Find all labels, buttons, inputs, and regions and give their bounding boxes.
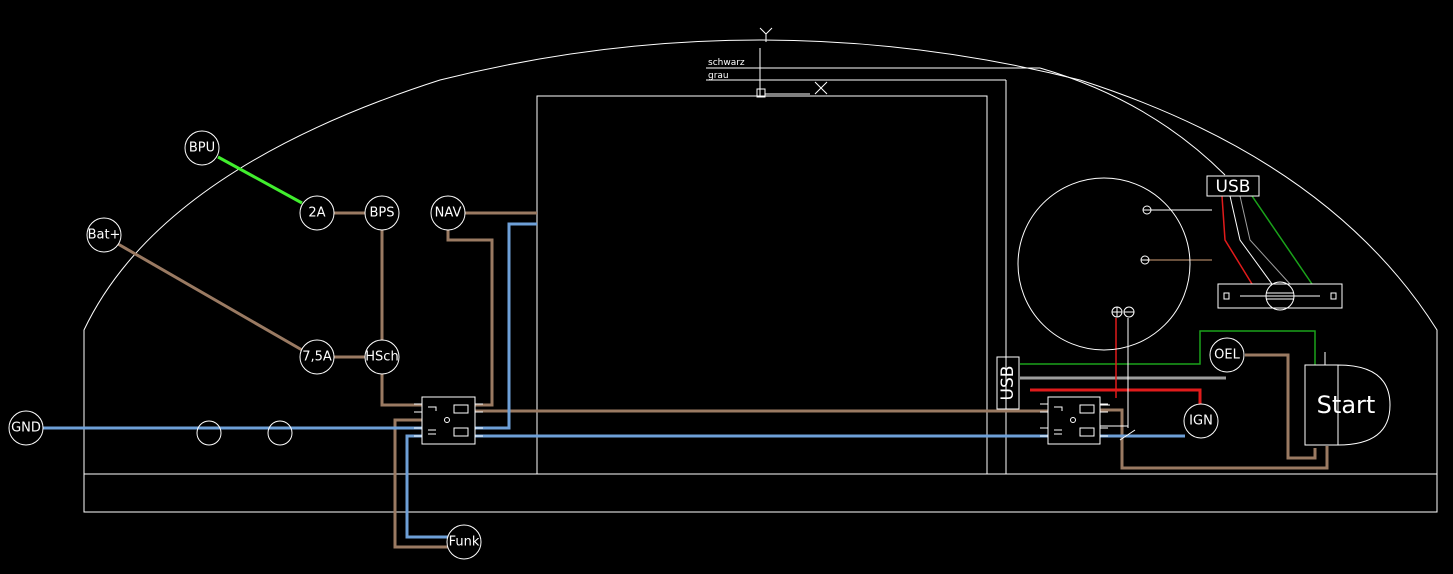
thin-wires [1020, 195, 1316, 441]
usb-top-label: USB [1216, 177, 1251, 197]
node-fuse-2a: 2A [299, 195, 335, 231]
brown-wires [117, 211, 1329, 549]
usb-side-label: USB [998, 366, 1018, 401]
usb-connector [1217, 281, 1343, 311]
node-fuse-7-5a: 7,5A [299, 339, 335, 375]
node-funk-label: Funk [449, 535, 480, 550]
node-nav: NAV [430, 195, 466, 231]
usb-module-top: USB [1206, 175, 1260, 197]
node-bpu: BPU [184, 130, 220, 166]
node-ign-label: IGN [1189, 414, 1213, 429]
node-bps: BPS [364, 195, 400, 231]
node-bat-plus-label: Bat+ [88, 228, 121, 243]
node-bat-plus: Bat+ [86, 217, 122, 253]
node-fuse-7-5a-label: 7,5A [302, 350, 332, 365]
node-hsch-label: HSch [365, 350, 398, 365]
red-wires [1030, 388, 1202, 404]
panel-outline [83, 39, 1438, 513]
gauge [1017, 177, 1191, 351]
node-nav-label: NAV [435, 206, 462, 221]
node-bps-label: BPS [369, 206, 394, 221]
node-ign: IGN [1183, 403, 1219, 439]
spare-hole-1 [196, 420, 222, 446]
node-bpu-label: BPU [189, 141, 215, 156]
usb-module-side: USB [996, 356, 1020, 410]
top-marker: Y [756, 27, 828, 98]
node-hsch: HSch [364, 339, 400, 375]
relay-left [414, 396, 483, 445]
node-gnd-label: GND [11, 421, 41, 436]
blue-wires [42, 222, 1185, 539]
relay-right [1040, 396, 1108, 445]
node-funk: Funk [446, 524, 482, 560]
node-oel: OEL [1209, 337, 1245, 373]
node-oel-label: OEL [1214, 348, 1240, 363]
node-gnd: GND [8, 410, 44, 446]
wire-bpu-2a [217, 155, 303, 205]
cable-notes: schwarz grau [706, 58, 1226, 176]
start-label: Start [1317, 391, 1376, 419]
note-schwarz: schwarz [708, 58, 745, 68]
note-grau: grau [708, 71, 729, 81]
display-cutout [536, 79, 1007, 475]
node-fuse-2a-label: 2A [308, 206, 325, 221]
spare-hole-2 [267, 420, 293, 446]
start-switch: Start [1304, 352, 1391, 446]
